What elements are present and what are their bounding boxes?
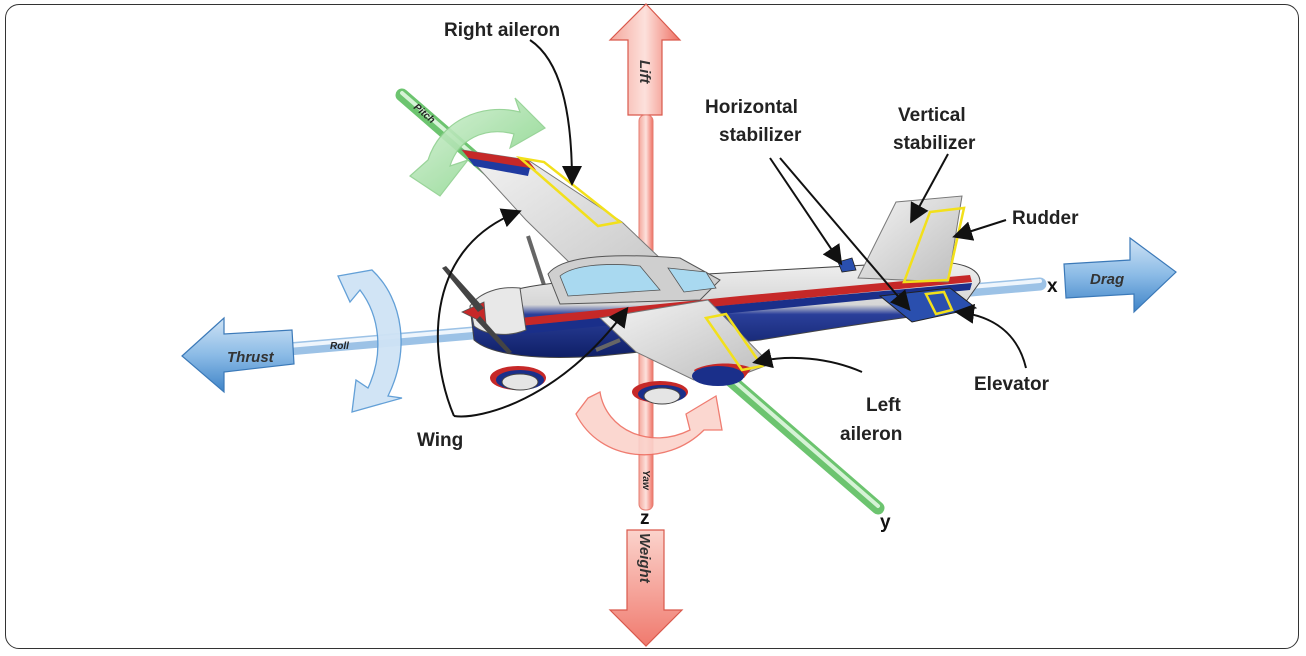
wing-label: Wing xyxy=(417,430,463,451)
right-aileron-label: Right aileron xyxy=(444,20,560,41)
elevator-leader xyxy=(954,303,1027,369)
thrust-arrow xyxy=(181,316,295,394)
airplane xyxy=(442,149,981,405)
drag-arrow xyxy=(1063,236,1177,314)
left-aileron-label-line1: Left xyxy=(866,395,902,416)
horizontal-stabilizer-leader-1 xyxy=(769,157,843,266)
rudder-label: Rudder xyxy=(1012,208,1079,229)
right-aileron-leader xyxy=(529,39,582,186)
left-aileron-leader xyxy=(752,348,863,373)
horizontal-stabilizer-label-line2: stabilizer xyxy=(719,125,802,146)
right-aileron-outline xyxy=(515,156,623,228)
wing-leader-2 xyxy=(453,306,629,418)
thrust-label: Thrust xyxy=(227,349,275,366)
control-surface-highlights xyxy=(515,156,966,372)
roll-rotation-arrow xyxy=(337,269,403,413)
vertical-stabilizer-label-line1: Vertical xyxy=(898,105,966,126)
elevator-label: Elevator xyxy=(974,374,1050,395)
leader-lines xyxy=(436,39,1027,418)
lift-label: Lift xyxy=(636,60,653,84)
vertical-stabilizer-label-line2: stabilizer xyxy=(893,133,976,154)
roll-axis-label: Roll xyxy=(330,341,349,352)
rudder-outline xyxy=(902,206,966,284)
z-axis-label: z xyxy=(640,508,650,529)
drag-label: Drag xyxy=(1090,271,1124,288)
rudder-leader xyxy=(952,219,1007,241)
wing-leader-1 xyxy=(436,208,522,417)
vertical-stabilizer-leader xyxy=(910,153,949,224)
yaw-rotation-arrow xyxy=(575,391,723,456)
horizontal-stabilizer-label-line1: Horizontal xyxy=(705,97,798,118)
weight-arrow xyxy=(608,529,684,647)
elevator-outline xyxy=(924,290,954,316)
x-axis-label: x xyxy=(1047,276,1058,297)
weight-label: Weight xyxy=(636,533,653,584)
pitch-rotation-arrow xyxy=(409,97,546,197)
horizontal-stabilizer-leader-2 xyxy=(779,157,911,312)
yaw-axis-label: Yaw xyxy=(640,470,651,491)
y-axis-label: y xyxy=(880,512,891,533)
left-aileron-label-line2: aileron xyxy=(840,424,902,445)
